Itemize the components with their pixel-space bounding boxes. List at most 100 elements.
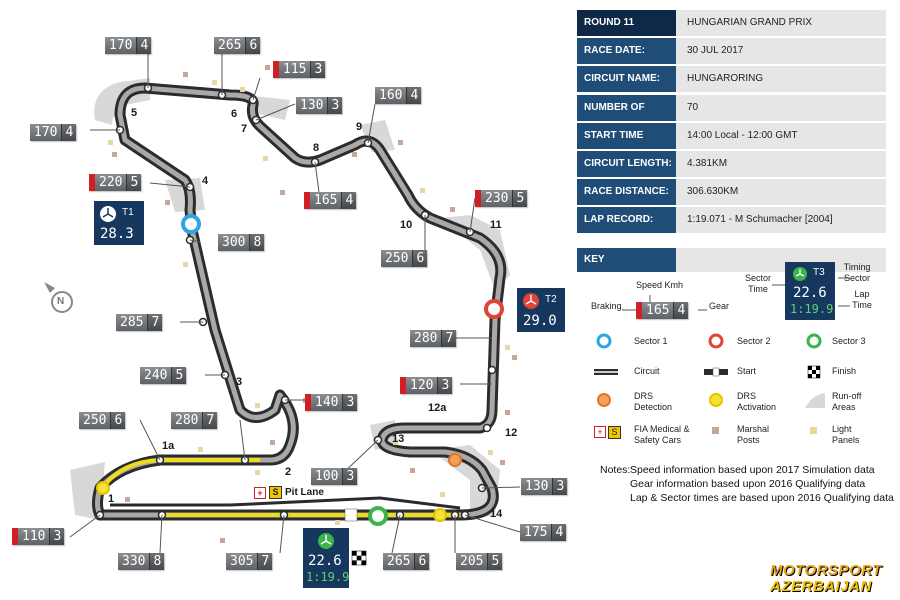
stopwatch-icon — [100, 206, 116, 222]
sector-label: T2 — [545, 294, 557, 305]
notes-label: Notes: — [600, 464, 631, 476]
speed-value: 115 — [279, 61, 311, 78]
speed-value: 250 — [79, 412, 111, 429]
key-sector-box: T3 22.6 1:19.9 — [785, 262, 835, 320]
info-key: RACE DISTANCE: — [577, 179, 676, 206]
speed-value: 280 — [410, 330, 442, 347]
speed-value: 205 — [456, 553, 488, 570]
notes-lines: Speed information based upon 2017 Simula… — [630, 463, 894, 505]
speed-value: 110 — [18, 528, 50, 545]
braking-indicator — [12, 528, 18, 545]
speed-value: 165 — [642, 302, 674, 319]
turn-label: 3 — [236, 376, 243, 388]
gear-value: 3 — [327, 97, 343, 114]
stopwatch-icon — [318, 533, 334, 549]
gear-value: 5 — [126, 174, 142, 191]
key-braking-label: Braking — [591, 301, 622, 311]
key-title: KEY — [577, 248, 676, 272]
key-light-panels: Light Panels — [832, 424, 860, 445]
key-drs-activation: DRS Activation — [737, 391, 777, 412]
note-line: Lap & Sector times are based upon 2016 Q… — [630, 492, 894, 504]
info-key: LAP RECORD: — [577, 207, 676, 234]
circuit-track — [92, 82, 507, 521]
speed-value: 170 — [30, 124, 62, 141]
finish-flag-icon — [351, 550, 367, 566]
info-value: 70 — [676, 94, 886, 121]
gear-value: 6 — [110, 412, 126, 429]
gear-value: 4 — [551, 524, 567, 541]
lap-time: 1:19.9 — [306, 570, 350, 584]
turn-label: 6 — [231, 108, 238, 120]
braking-indicator — [636, 302, 642, 319]
gear-value: 3 — [552, 478, 568, 495]
gear-value: 6 — [414, 553, 430, 570]
gear-value: 7 — [257, 553, 273, 570]
motorsport-azerbaijan-logo: MOTORSPORT AZERBAIJAN — [768, 562, 896, 596]
speed-value: 240 — [140, 367, 172, 384]
speed-value: 100 — [311, 468, 343, 485]
key-lap-time-label: Lap Time — [852, 289, 872, 310]
sector-2-marker — [484, 299, 504, 319]
medical-car-icon: + — [254, 486, 266, 499]
speed-value: 170 — [105, 37, 137, 54]
key-fia-medical: FIA Medical & Safety Cars — [634, 424, 690, 445]
turn-label: 11 — [490, 219, 502, 231]
turn-label: 12 — [505, 427, 518, 439]
key-timing-sector-label: Timing Sector — [843, 262, 871, 283]
key-sector1: Sector 1 — [634, 336, 668, 346]
compass-icon — [44, 282, 73, 313]
sector-time-box-t2: T2 29.0 — [517, 288, 565, 332]
gear-value: 7 — [147, 314, 163, 331]
turn-label: 1 — [108, 493, 115, 505]
leader-lines — [69, 52, 521, 554]
gear-value: 5 — [512, 190, 528, 207]
speed-value: 305 — [226, 553, 258, 570]
turn-label: 13 — [392, 433, 405, 445]
gear-value: 4 — [136, 37, 152, 54]
info-value: 4.381KM — [676, 150, 886, 177]
info-key: CIRCUIT LENGTH: — [577, 150, 676, 177]
gear-value: 7 — [441, 330, 457, 347]
speed-value: 285 — [116, 314, 148, 331]
gear-value: 6 — [412, 250, 428, 267]
info-value: 14:00 Local - 12:00 GMT — [676, 122, 886, 149]
braking-indicator — [400, 377, 406, 394]
turn-label: 9 — [356, 121, 363, 133]
sector-time: 28.3 — [100, 226, 134, 242]
gear-value: 8 — [149, 553, 165, 570]
key-fia-icons: + S — [594, 426, 621, 439]
light-panels — [108, 80, 510, 525]
info-key: ROUND 11 — [577, 10, 676, 36]
info-key: CIRCUIT NAME: — [577, 66, 676, 93]
speed-value: 230 — [481, 190, 513, 207]
logo-line1: MOTORSPORT — [770, 562, 882, 579]
speed-value: 330 — [118, 553, 150, 570]
braking-indicator — [273, 61, 279, 78]
sector-time-box-t3: 22.6 1:19.9 — [303, 528, 349, 588]
speed-value: 280 — [171, 412, 203, 429]
speed-value: 265 — [383, 553, 415, 570]
braking-indicator — [305, 394, 311, 411]
sector-3-marker — [368, 506, 388, 526]
gear-value: 3 — [49, 528, 65, 545]
note-line: Gear information based upon 2016 Qualify… — [630, 478, 866, 490]
info-row: RACE DISTANCE:306.630KM — [577, 179, 886, 206]
sector-label: T1 — [122, 207, 134, 218]
